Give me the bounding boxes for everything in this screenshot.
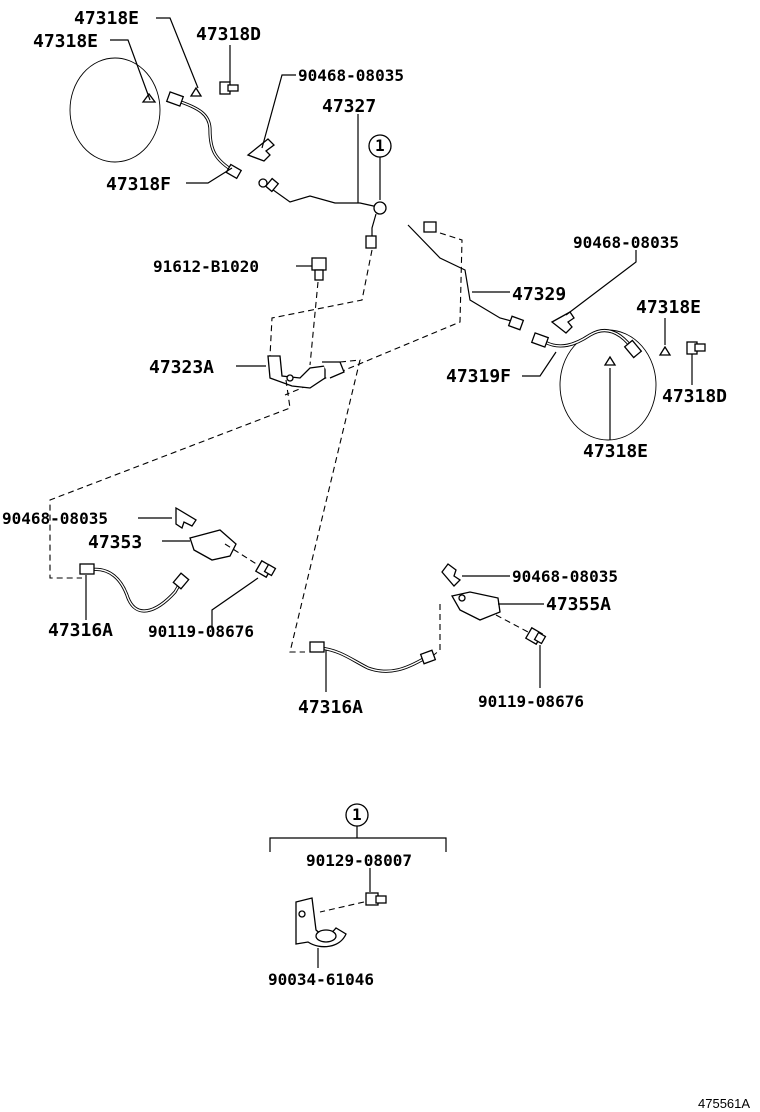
diagram-reference-code: 475561A [698, 1096, 750, 1111]
tube-flare-nut [258, 178, 268, 188]
hose-47319F [543, 329, 637, 354]
label-90468-08035: 90468-08035 [573, 233, 679, 252]
hose-47318F [173, 98, 237, 174]
label-47318E: 47318E [583, 441, 648, 462]
label-90468-08035: 90468-08035 [512, 567, 618, 586]
bracket-47323A [49, 249, 373, 653]
clip-47318E [189, 86, 203, 97]
clip-47318E [658, 345, 672, 356]
label-90119-08676: 90119-08676 [478, 692, 584, 711]
front-left-hose-group [69, 17, 243, 184]
brake-tube-47329 [284, 221, 525, 396]
bolt-47318D [219, 81, 239, 95]
callout-number: 1 [352, 805, 362, 824]
label-47316A: 47316A [298, 697, 363, 718]
clip-90468-08035 [441, 563, 462, 587]
label-47329: 47329 [512, 284, 566, 305]
wheel-outline-right [559, 329, 657, 441]
bolt-90119-08676 [524, 626, 547, 646]
wheel-outline-left [69, 57, 161, 163]
rear-right-hose-group [309, 563, 547, 692]
rear-left-hose-group [79, 506, 277, 630]
label-47327: 47327 [322, 96, 376, 117]
label-90129-08007: 90129-08007 [306, 851, 412, 870]
front-right-hose-group [522, 250, 706, 441]
label-47319F: 47319F [446, 366, 511, 387]
label-47355A: 47355A [546, 594, 611, 615]
label-47316A: 47316A [48, 620, 113, 641]
bolt-47318D [686, 341, 706, 355]
label-47318E: 47318E [636, 297, 701, 318]
bolt-90129-08007 [365, 892, 387, 906]
clip-47318E [603, 355, 617, 366]
detail-bracket-line [269, 837, 447, 852]
clip-90468-08035 [175, 506, 197, 530]
bracket-47353 [189, 529, 237, 561]
bolt-91612-B1020 [296, 257, 327, 366]
brake-tube-47327 [246, 74, 392, 249]
label-90468-08035: 90468-08035 [298, 66, 404, 85]
label-47323A: 47323A [149, 357, 214, 378]
bolt-90119-08676 [254, 559, 277, 579]
clip-90468-08035 [246, 138, 275, 162]
label-91612-B1020: 91612-B1020 [153, 257, 259, 276]
detail-callout-1-group [269, 803, 447, 968]
label-47318E: 47318E [74, 8, 139, 29]
tube-flare-nut [423, 221, 437, 233]
callout-number: 1 [375, 136, 385, 155]
label-47318D: 47318D [196, 24, 261, 45]
hose-47316A [86, 567, 184, 613]
hose-end-fitting [165, 91, 185, 107]
label-90034-61046: 90034-61046 [268, 970, 374, 989]
label-47318D: 47318D [662, 386, 727, 407]
label-90468-08035: 90468-08035 [2, 509, 108, 528]
label-47353: 47353 [88, 532, 142, 553]
label-47318E: 47318E [33, 31, 98, 52]
tube-junction [373, 201, 387, 215]
hose-end-fitting [225, 163, 243, 180]
label-47318F: 47318F [106, 174, 171, 195]
clip-90468-08035 [550, 311, 575, 334]
label-90119-08676: 90119-08676 [148, 622, 254, 641]
